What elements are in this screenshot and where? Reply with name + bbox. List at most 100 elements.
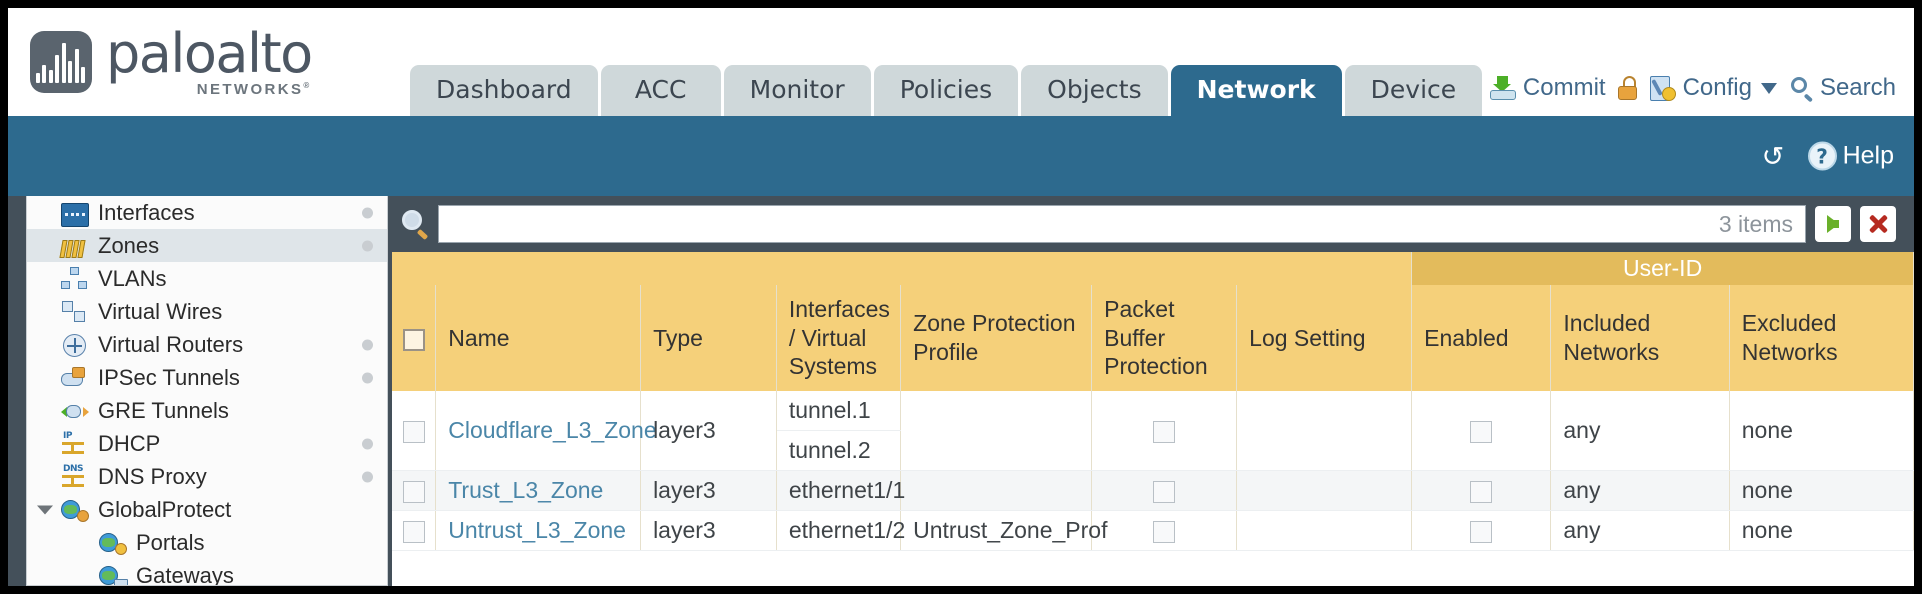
column-header-packet-buffer[interactable]: Packet Buffer Protection <box>1091 285 1238 391</box>
commit-icon <box>1489 76 1516 100</box>
row-select-cell[interactable] <box>392 510 437 551</box>
column-header-type[interactable]: Type <box>640 285 777 391</box>
zone-name-link[interactable]: Untrust_L3_Zone <box>448 517 626 543</box>
question-mark-icon: ? <box>1807 141 1837 171</box>
packet-buffer-checkbox[interactable] <box>1153 420 1176 443</box>
sidebar-item-vlans[interactable]: VLANs <box>27 262 387 295</box>
commit-label: Commit <box>1522 74 1606 101</box>
clear-filter-button[interactable] <box>1860 206 1896 242</box>
sidebar-item-globalprotect[interactable]: GlobalProtect <box>27 493 387 526</box>
userid-enabled-checkbox[interactable] <box>1470 420 1493 443</box>
cell-type: layer3 <box>640 391 777 471</box>
table-row[interactable]: Untrust_L3_Zone layer3 ethernet1/2 Untru… <box>392 510 1914 551</box>
tab-device[interactable]: Device <box>1344 65 1483 116</box>
sidebar-item-dhcp[interactable]: IP DHCP <box>27 427 387 460</box>
cell-packet-buffer-protection[interactable] <box>1091 391 1238 471</box>
tab-dashboard[interactable]: Dashboard <box>410 65 598 116</box>
column-header-interfaces[interactable]: Interfaces / Virtual Systems <box>776 285 902 391</box>
interfaces-icon <box>61 202 89 227</box>
tab-acc[interactable]: ACC <box>600 65 721 116</box>
search-button[interactable]: Search <box>1790 74 1896 102</box>
sidebar-item-label: Zones <box>98 232 160 258</box>
userid-enabled-checkbox[interactable] <box>1470 480 1493 503</box>
sidebar-item-label: Virtual Wires <box>98 298 223 324</box>
select-all-checkbox[interactable] <box>402 328 425 351</box>
column-header-name[interactable]: Name <box>435 285 642 391</box>
search-input[interactable]: 3 items <box>438 205 1806 243</box>
chevron-down-icon <box>1760 82 1777 94</box>
sidebar-item-label: DHCP <box>98 430 161 456</box>
zones-panel: 3 items <box>392 196 1914 586</box>
virtual-wires-icon <box>61 300 89 324</box>
sidebar-item-label: DNS Proxy <box>98 463 207 489</box>
cell-userid-enabled[interactable] <box>1411 510 1552 551</box>
tab-policies[interactable]: Policies <box>873 65 1019 116</box>
cell-log-setting <box>1236 470 1413 511</box>
column-header-log-setting[interactable]: Log Setting <box>1236 285 1413 391</box>
row-checkbox[interactable] <box>402 420 425 443</box>
tab-objects[interactable]: Objects <box>1021 65 1168 116</box>
network-sidebar: Interfaces Zones VLANs Virtual Wires Vir… <box>26 196 388 586</box>
sidebar-item-label: IPSec Tunnels <box>98 364 240 390</box>
userid-enabled-checkbox[interactable] <box>1470 520 1493 543</box>
cell-interface: ethernet1/2 <box>776 510 905 551</box>
commit-button[interactable]: Commit <box>1489 74 1606 102</box>
table-column-header-row: Name Type Interfaces / Virtual Systems Z… <box>392 285 1914 391</box>
search-icon[interactable] <box>400 209 430 241</box>
column-header-excluded-networks[interactable]: Excluded Networks <box>1729 285 1914 391</box>
table-row[interactable]: Cloudflare_L3_Zone layer3 tunnel.1 any n… <box>392 391 1914 471</box>
row-checkbox[interactable] <box>402 520 425 543</box>
column-header-userid-enabled[interactable]: Enabled <box>1411 285 1552 391</box>
tab-network[interactable]: Network <box>1170 65 1342 116</box>
brand-subtitle: NETWORKS® <box>196 81 312 98</box>
cell-packet-buffer-protection[interactable] <box>1091 510 1238 551</box>
logo-bars-icon <box>35 41 85 83</box>
cell-packet-buffer-protection[interactable] <box>1091 470 1238 511</box>
packet-buffer-checkbox[interactable] <box>1153 480 1176 503</box>
sidebar-item-portals[interactable]: Portals <box>27 526 387 559</box>
cell-excluded-networks: none <box>1729 391 1914 471</box>
sidebar-item-virtual-wires[interactable]: Virtual Wires <box>27 295 387 328</box>
config-menu[interactable]: Config <box>1649 74 1779 102</box>
zone-name-link[interactable]: Cloudflare_L3_Zone <box>448 417 657 443</box>
status-dot <box>362 471 373 482</box>
tab-monitor[interactable]: Monitor <box>723 65 871 116</box>
row-select-cell[interactable] <box>392 391 437 471</box>
column-header-zone-protection[interactable]: Zone Protection Profile <box>900 285 1093 391</box>
sidebar-item-dns-proxy[interactable]: DNS DNS Proxy <box>27 460 387 493</box>
refresh-icon[interactable]: ↺ <box>1761 141 1785 171</box>
cell-name[interactable]: Cloudflare_L3_Zone <box>435 391 657 471</box>
group-header-userid: User-ID <box>1411 252 1914 285</box>
status-dot <box>362 339 373 350</box>
sidebar-item-gre-tunnels[interactable]: GRE Tunnels <box>27 394 387 427</box>
zone-name-link[interactable]: Trust_L3_Zone <box>448 477 604 503</box>
table-row[interactable]: Trust_L3_Zone layer3 ethernet1/1 any non… <box>392 470 1914 511</box>
cell-userid-enabled[interactable] <box>1411 470 1552 511</box>
help-button[interactable]: ? Help <box>1807 141 1894 171</box>
cell-included-networks: any <box>1550 391 1730 471</box>
row-select-cell[interactable] <box>392 470 437 511</box>
sidebar-item-label: GlobalProtect <box>98 496 232 522</box>
config-icon <box>1649 75 1676 101</box>
chevron-down-icon[interactable] <box>37 505 53 514</box>
group-header-blank <box>392 252 1413 285</box>
packet-buffer-checkbox[interactable] <box>1153 520 1176 543</box>
cell-zone-protection-profile <box>900 470 1093 511</box>
lock-icon[interactable] <box>1617 76 1638 100</box>
zones-table-container: User-ID Name Type Interfaces / Virtual S… <box>392 252 1914 586</box>
sidebar-item-interfaces[interactable]: Interfaces <box>27 196 387 229</box>
row-checkbox[interactable] <box>402 480 425 503</box>
sidebar-item-ipsec-tunnels[interactable]: IPSec Tunnels <box>27 361 387 394</box>
sidebar-item-label: Virtual Routers <box>98 331 244 357</box>
sidebar-item-label: Gateways <box>136 562 234 586</box>
cell-name[interactable]: Trust_L3_Zone <box>435 470 642 511</box>
sidebar-item-zones[interactable]: Zones <box>27 229 387 262</box>
status-dot <box>362 438 373 449</box>
sidebar-item-virtual-routers[interactable]: Virtual Routers <box>27 328 387 361</box>
select-all-header[interactable] <box>392 285 437 391</box>
column-header-included-networks[interactable]: Included Networks <box>1550 285 1730 391</box>
apply-filter-button[interactable] <box>1815 206 1851 242</box>
cell-name[interactable]: Untrust_L3_Zone <box>435 510 642 551</box>
cell-userid-enabled[interactable] <box>1411 391 1552 471</box>
sidebar-item-gateways[interactable]: Gateways <box>27 559 387 586</box>
